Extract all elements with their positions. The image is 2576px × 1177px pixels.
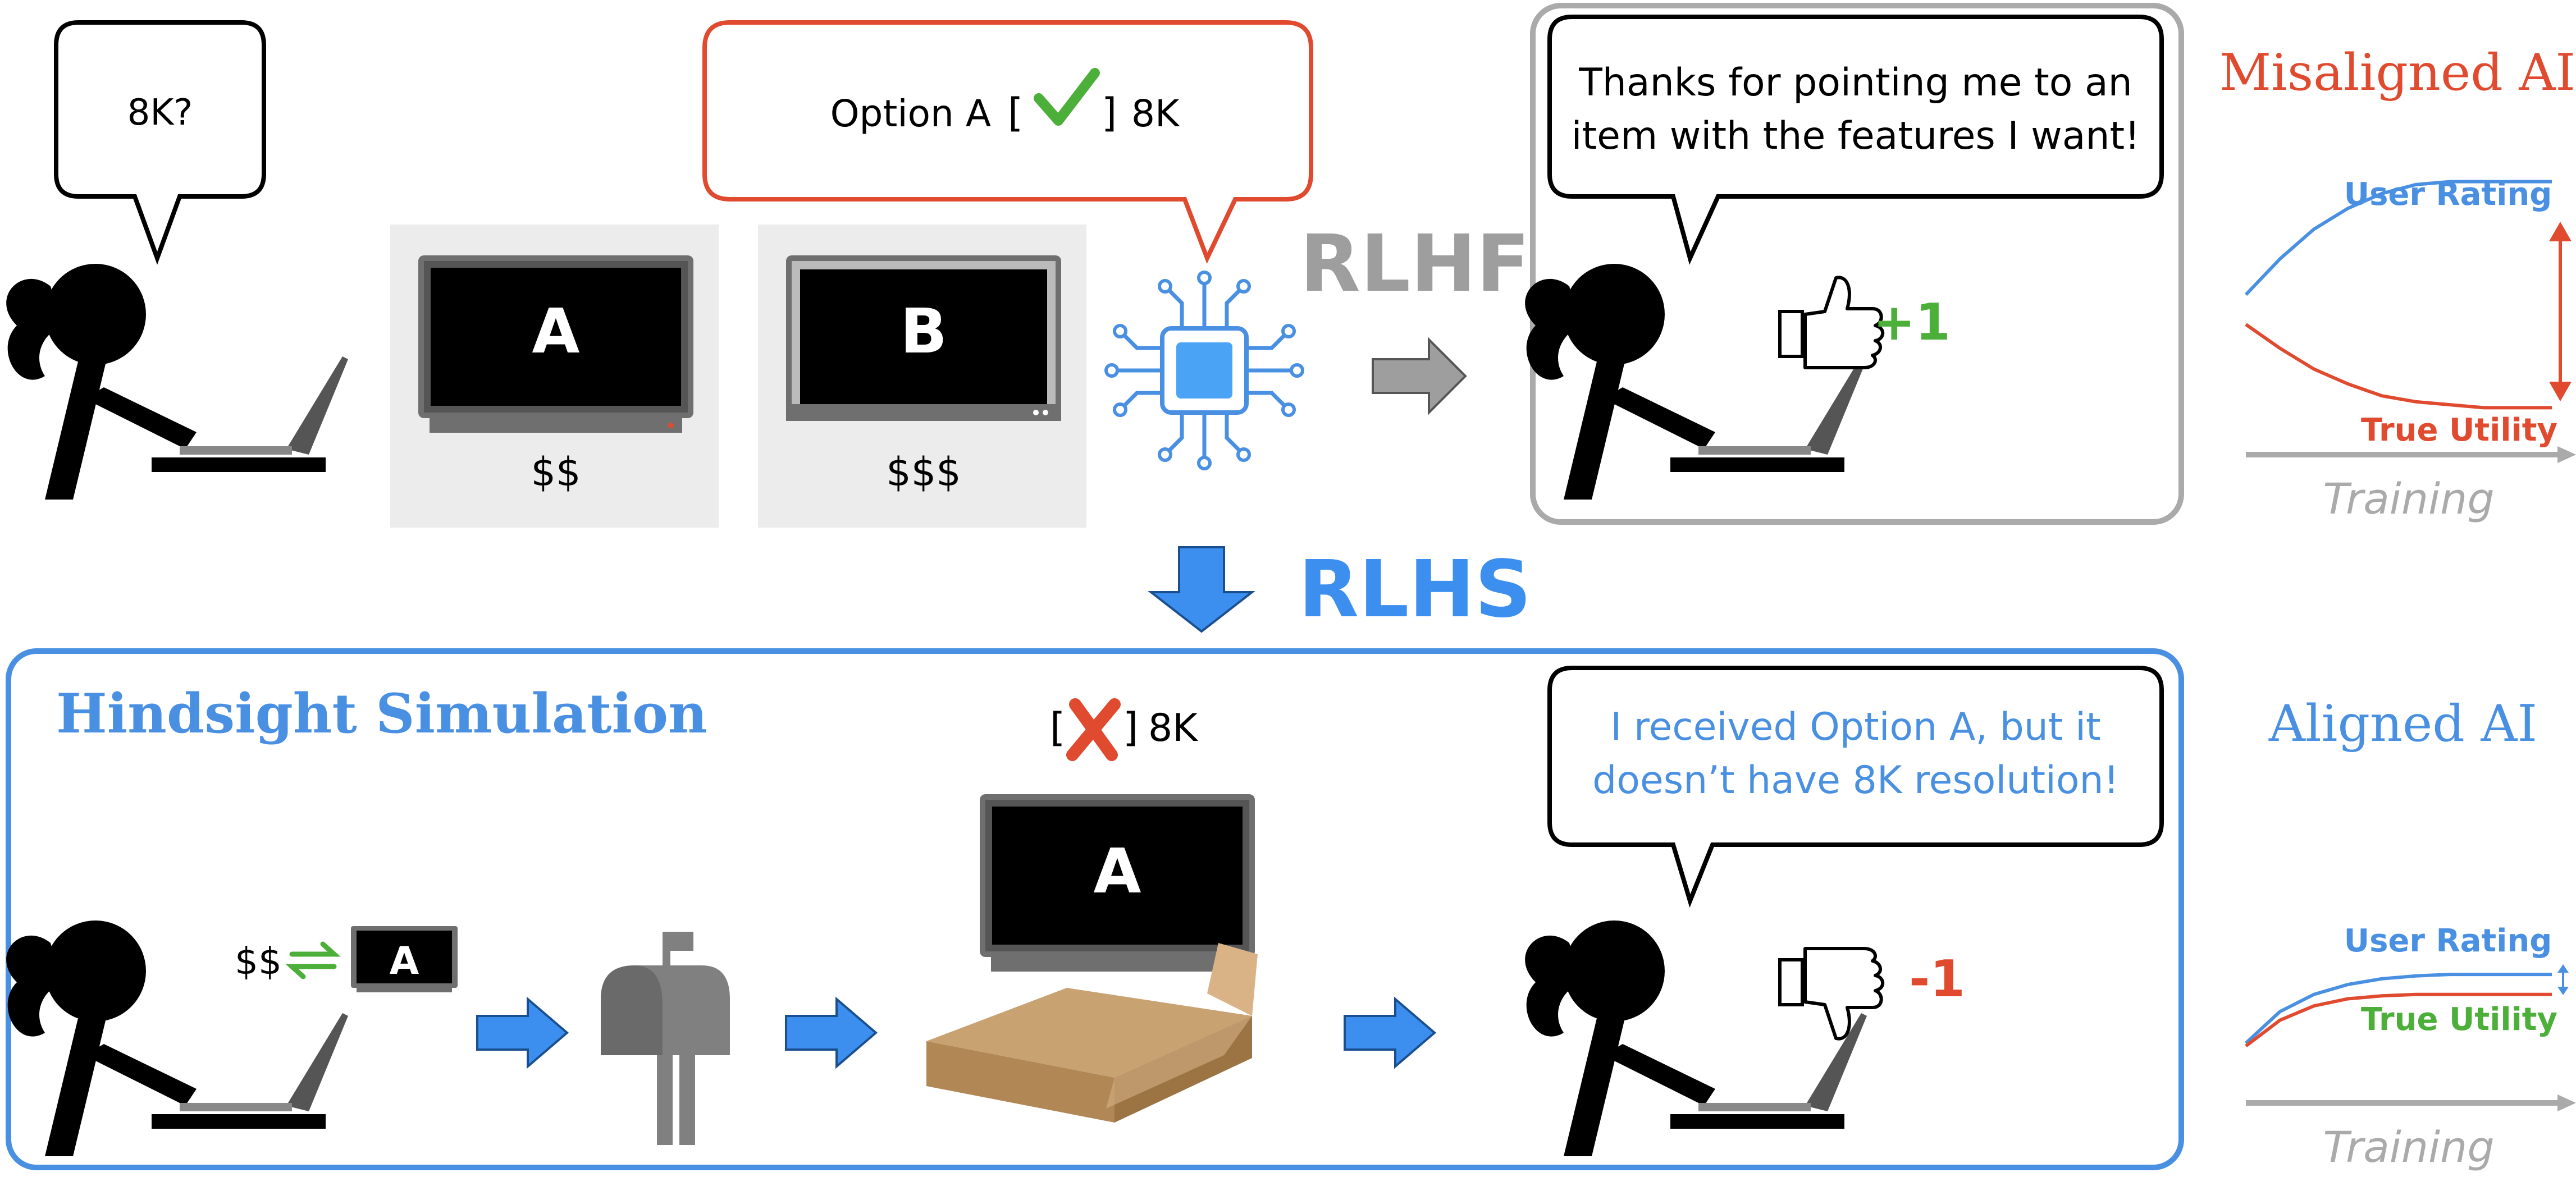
- outcome-bracket-close: ]: [1123, 704, 1138, 750]
- bracket-open: [: [1008, 90, 1023, 136]
- top-feedback-line-2: item with the features I want!: [1572, 114, 2140, 158]
- product-a-panel: A $$: [390, 225, 719, 528]
- outcome-bracket-open: [: [1050, 704, 1065, 750]
- user-query-bubble: 8K?: [54, 20, 266, 265]
- aligned-gap-arrow-icon: [2557, 964, 2569, 995]
- top-feedback-box: Thanks for pointing me to an item with t…: [1525, 3, 2184, 525]
- misaligned-true-utility-label: True Utility: [2361, 412, 2557, 448]
- delivered-product-label: A: [1093, 835, 1141, 907]
- misaligned-ai-title: Misaligned AI: [2219, 43, 2575, 102]
- flow-arrow-1-icon: [476, 996, 569, 1069]
- product-a-price: $$: [531, 449, 581, 495]
- cardboard-box-icon: [926, 943, 1258, 1123]
- flow-arrow-3-icon: [1344, 996, 1437, 1069]
- aligned-true-utility-line: [2245, 992, 2552, 1047]
- exchange-arrows-icon: [285, 941, 341, 979]
- misaligned-gap-arrow-icon: [2549, 222, 2572, 401]
- ai-statement-feature: 8K: [1131, 92, 1180, 135]
- ai-statement-bubble: Option A [ ] 8K: [702, 20, 1313, 264]
- product-b-panel: B $$$: [758, 225, 1086, 528]
- product-b-label: B: [900, 295, 947, 367]
- bottom-feedback-line-2: doesn’t have 8K resolution!: [1592, 758, 2119, 803]
- misaligned-x-axis: [2246, 446, 2576, 463]
- rlhs-label: RLHS: [1298, 544, 1531, 635]
- product-a-label: A: [532, 295, 579, 367]
- bracket-close: ]: [1102, 90, 1117, 136]
- outcome-feature: 8K: [1148, 706, 1199, 750]
- aligned-user-rating-line: [2244, 973, 2552, 1045]
- rlhf-arrow-icon: [1372, 337, 1467, 415]
- bottom-feedback-score: -1: [1909, 950, 1965, 1009]
- cross-icon: [1066, 698, 1121, 761]
- bottom-feedback-line-1: I received Option A, but it: [1610, 705, 2100, 749]
- product-b-monitor: [786, 255, 1061, 421]
- mailbox-icon: [601, 932, 730, 1145]
- misaligned-x-label: Training: [2323, 474, 2494, 524]
- top-feedback-score: +1: [1873, 293, 1951, 352]
- rlhf-label: RLHF: [1300, 218, 1530, 310]
- product-b-price: $$$: [886, 449, 961, 495]
- misaligned-user-rating-line: [2244, 180, 2552, 296]
- aligned-x-label: Training: [2323, 1122, 2494, 1172]
- top-feedback-line-1: Thanks for pointing me to an: [1578, 61, 2132, 105]
- bottom-feedback-bubble: [1547, 666, 2164, 908]
- flow-arrow-2-icon: [785, 996, 878, 1069]
- aligned-user-rating-label: User Rating: [2344, 923, 2552, 959]
- hindsight-simulation-box: Hindsight Simulation $$ A [: [6, 648, 2184, 1170]
- misaligned-true-utility-line: [2245, 323, 2552, 410]
- aligned-true-utility-label: True Utility: [2361, 1001, 2557, 1038]
- checkmark-icon: [1034, 68, 1100, 126]
- user-figure-top: [6, 264, 349, 500]
- aligned-ai-title: Aligned AI: [2268, 694, 2537, 753]
- trade-price: $$: [235, 940, 282, 983]
- ai-chip-icon: [1104, 271, 1304, 470]
- aligned-x-axis: [2246, 1094, 2576, 1111]
- rlhs-arrow-icon: [1148, 546, 1255, 633]
- ai-statement-prefix: Option A: [830, 92, 991, 135]
- user-query-text: 8K?: [127, 92, 193, 134]
- trade-monitor: [351, 926, 458, 992]
- hindsight-title: Hindsight Simulation: [56, 682, 707, 745]
- trade-product-label: A: [390, 939, 419, 983]
